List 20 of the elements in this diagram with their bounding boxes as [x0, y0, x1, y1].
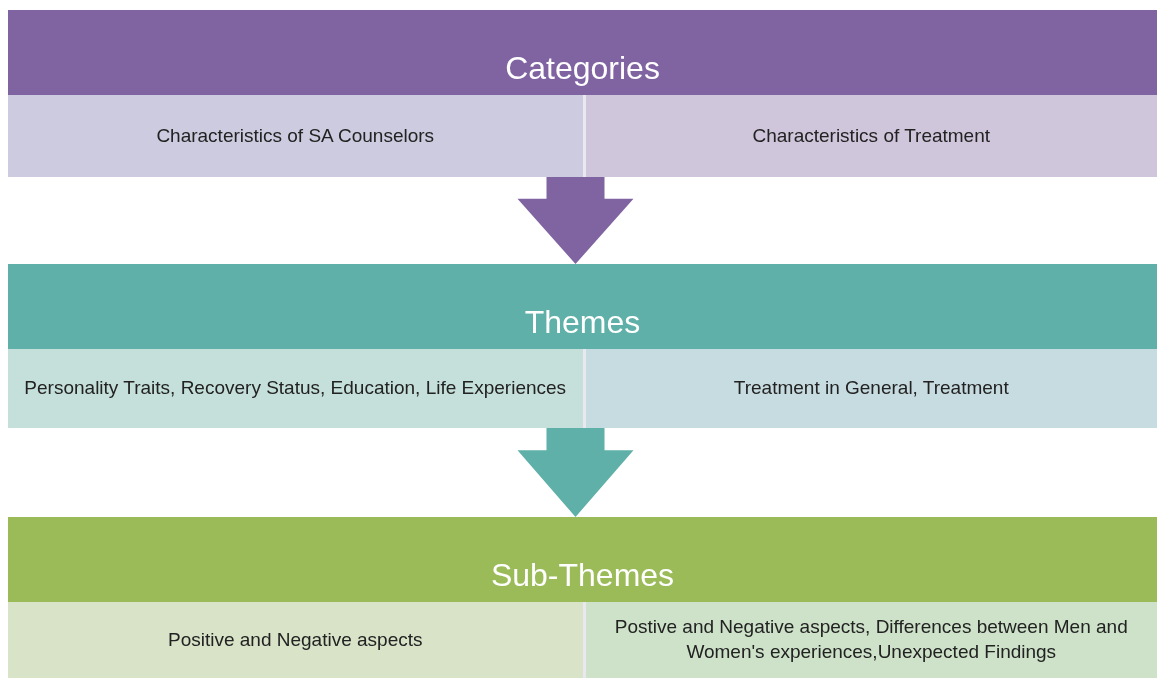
category-band — [8, 10, 1157, 177]
band-title: Sub-Themes — [490, 557, 675, 594]
box-text: Personality Traits, Recovery Status, Education, Life Experiences — [24, 376, 567, 401]
block-arrow — [517, 177, 634, 264]
category-band — [8, 517, 1157, 678]
box-text: Characteristics of SA Counselors — [156, 123, 435, 148]
box-text: Postive and Negative aspects, Differences between Men and Women's experiences,Unexpected Findings — [613, 615, 1129, 664]
content-box — [8, 602, 583, 678]
box-text: Treatment in General, Treatment — [733, 376, 1009, 401]
category-band — [8, 264, 1157, 428]
content-box — [582, 95, 1157, 177]
band-title: Themes — [524, 304, 641, 341]
content-box — [8, 95, 583, 177]
content-box — [8, 349, 583, 428]
band-title: Categories — [505, 50, 660, 87]
content-box — [582, 602, 1157, 678]
content-box — [582, 349, 1157, 428]
block-arrow — [517, 428, 634, 517]
box-text: Characteristics of Treatment — [752, 123, 991, 148]
box-text: Positive and Negative aspects — [167, 627, 423, 652]
